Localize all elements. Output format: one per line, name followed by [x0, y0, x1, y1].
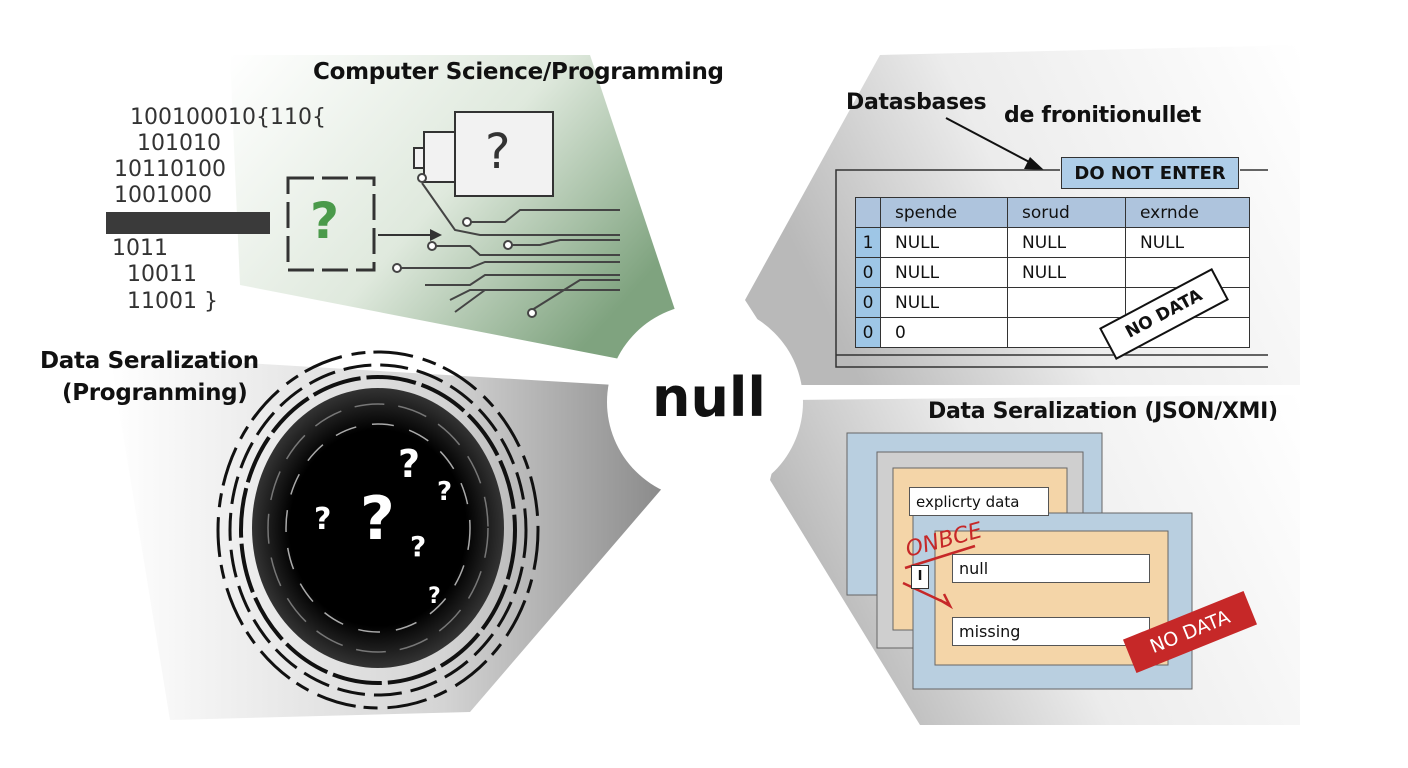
table-cell: NULL	[880, 287, 1008, 318]
null-field: null	[952, 554, 1150, 583]
question-mark-icon: ?	[485, 124, 511, 180]
binary-line: 100100010{110{	[130, 105, 326, 130]
question-box	[413, 111, 554, 197]
serialization-programming-subtitle: (Progranming)	[62, 380, 248, 406]
table-header-row: spende sorud exrnde	[855, 197, 1250, 228]
question-mark-icon: ?	[410, 530, 427, 563]
binary-line: 1001000	[114, 183, 212, 208]
binary-line: 101010	[130, 131, 221, 156]
center-null-label: null	[652, 366, 766, 429]
table-cell: NULL	[1007, 227, 1126, 258]
table-cell: NULL	[880, 257, 1008, 288]
cs-wedge	[230, 55, 680, 360]
databases-subtitle: de fronitionullet	[1004, 103, 1201, 128]
cs-title: Computer Science/Programming	[313, 59, 724, 85]
table-cell: 0	[880, 317, 1008, 348]
table-cell: NULL	[880, 227, 1008, 258]
black-hole	[216, 350, 540, 710]
table-cell: 0	[855, 257, 881, 288]
question-mark-icon: ?	[437, 477, 453, 507]
binary-line: 11001 }	[120, 289, 218, 314]
db-arrow	[945, 117, 1036, 166]
arrow-head-icon	[430, 229, 442, 241]
question-mark-icon: ?	[314, 502, 332, 537]
small-box: I	[911, 565, 929, 589]
table-cell	[1007, 287, 1126, 318]
binary-line: 10110100	[114, 157, 226, 182]
column-header: spende	[880, 197, 1008, 228]
binary-line: 1011	[112, 236, 168, 261]
binary-line: 10011	[120, 262, 197, 287]
column-header: exrnde	[1125, 197, 1250, 228]
table-cell: 0	[855, 287, 881, 318]
table-cell: NULL	[1007, 257, 1126, 288]
serialization-json-title: Data Seralization (JSON/XMI)	[928, 399, 1278, 424]
question-mark-icon: ?	[310, 192, 340, 250]
binary-bar	[106, 212, 270, 234]
table-cell: 0	[855, 317, 881, 348]
center-circle	[607, 304, 803, 500]
column-header	[855, 197, 881, 228]
missing-field: missing	[952, 617, 1150, 646]
column-header: sorud	[1007, 197, 1126, 228]
question-mark-icon: ?	[398, 442, 421, 486]
circuit-traces	[392, 173, 620, 318]
circuit-box	[286, 176, 376, 272]
explicit-data-field: explicrty data	[909, 487, 1049, 516]
handwriting-strike	[902, 544, 976, 610]
db-arrow-head-icon	[1024, 157, 1044, 170]
databases-title: Datasbases	[846, 90, 987, 115]
db-frame	[835, 169, 1268, 368]
table-cell: NULL	[1125, 227, 1250, 258]
do-not-enter-banner: DO NOT ENTER	[1061, 157, 1239, 189]
question-mark-icon: ?	[360, 484, 395, 554]
question-mark-icon: ?	[428, 584, 441, 609]
serialization-programming-title: Data Seralization	[40, 348, 259, 374]
table-cell: 1	[855, 227, 881, 258]
